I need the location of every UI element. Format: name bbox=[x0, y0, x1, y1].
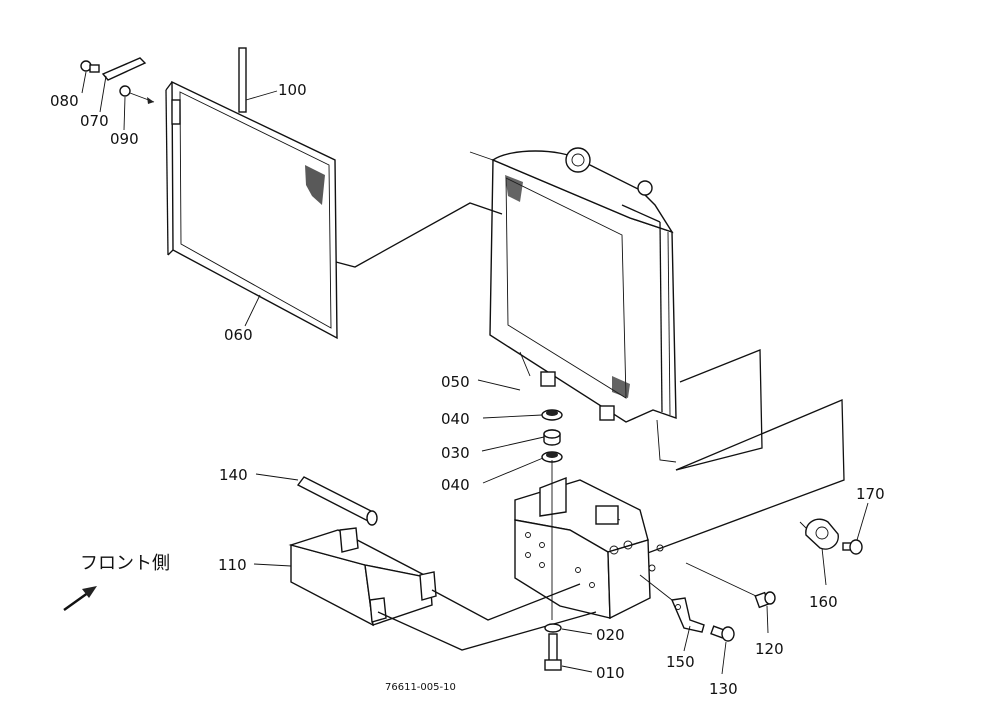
radiator bbox=[469, 147, 677, 463]
screen-rod bbox=[238, 47, 247, 113]
label-070: 070 bbox=[80, 112, 109, 130]
bolt-120 bbox=[754, 591, 776, 609]
clamp-160 bbox=[805, 518, 839, 550]
part-labels: 080 070 090 100 060 050 040 030 040 140 … bbox=[50, 81, 885, 698]
label-050: 050 bbox=[441, 373, 470, 391]
bolt-010 bbox=[544, 623, 562, 671]
air-guide-plate bbox=[601, 349, 845, 571]
bracket-110 bbox=[288, 527, 437, 627]
radiator-screen bbox=[165, 80, 338, 340]
label-060: 060 bbox=[224, 326, 253, 344]
label-110: 110 bbox=[218, 556, 247, 574]
label-100: 100 bbox=[278, 81, 307, 99]
support-frame bbox=[514, 460, 664, 620]
label-030: 030 bbox=[441, 444, 470, 462]
label-090: 090 bbox=[110, 130, 139, 148]
label-130: 130 bbox=[709, 680, 738, 698]
screen-fasteners bbox=[80, 57, 155, 104]
front-side-label: フロント側 bbox=[80, 553, 170, 574]
label-160: 160 bbox=[809, 593, 838, 611]
label-140: 140 bbox=[219, 466, 248, 484]
bolt-130 bbox=[710, 625, 735, 642]
label-150: 150 bbox=[666, 653, 695, 671]
front-arrow bbox=[63, 586, 97, 611]
label-020: 020 bbox=[596, 626, 625, 644]
label-170: 170 bbox=[856, 485, 885, 503]
label-040-lower: 040 bbox=[441, 476, 470, 494]
leader-lines bbox=[81, 71, 869, 675]
cushion-stack bbox=[541, 409, 563, 463]
label-120: 120 bbox=[755, 640, 784, 658]
label-010: 010 bbox=[596, 664, 625, 682]
bracket-150 bbox=[671, 597, 705, 633]
drawing-code: 76611-005-10 bbox=[385, 682, 456, 693]
bolt-170 bbox=[842, 539, 863, 555]
label-080: 080 bbox=[50, 92, 79, 110]
insulator-140 bbox=[296, 476, 378, 526]
label-040-upper: 040 bbox=[441, 410, 470, 428]
